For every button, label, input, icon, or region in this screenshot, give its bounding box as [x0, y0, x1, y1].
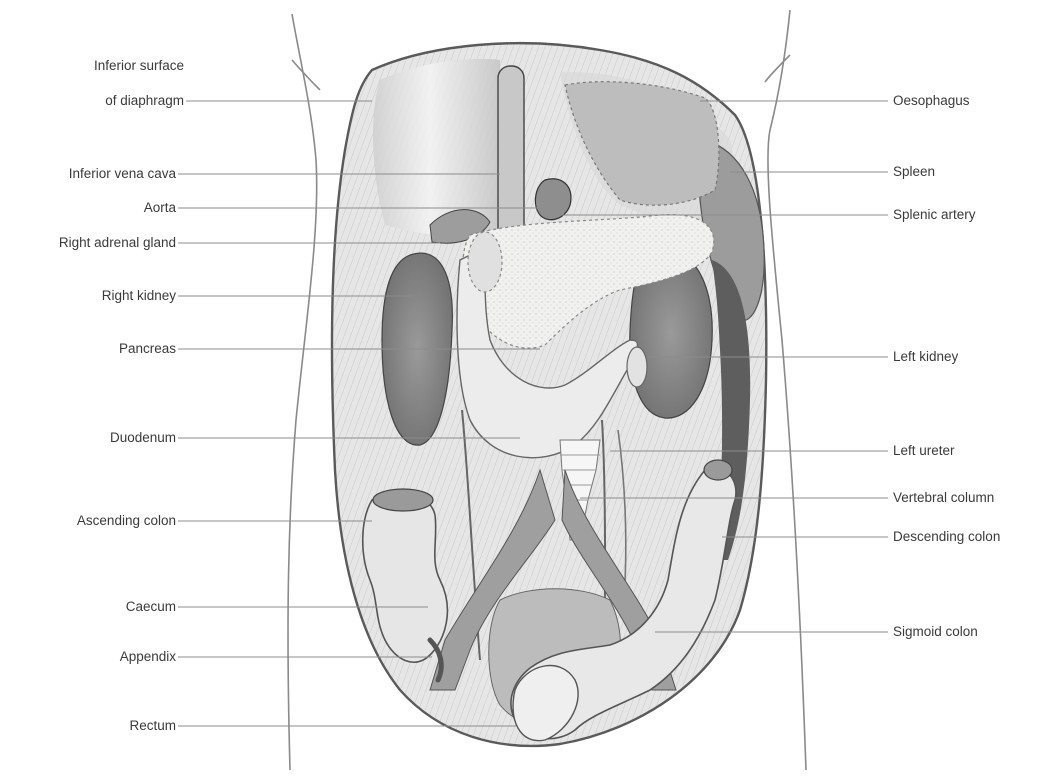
label-right-adrenal-gland: Right adrenal gland: [59, 235, 176, 251]
label-inferior-vena-cava: Inferior vena cava: [69, 166, 176, 182]
label-ascending-colon: Ascending colon: [77, 513, 176, 529]
label-rectum: Rectum: [129, 718, 176, 734]
aorta-vessel: [535, 179, 571, 220]
label-splenic-artery: Splenic artery: [893, 207, 976, 223]
label-diaphragm-line2: of diaphragm: [105, 93, 184, 109]
label-left-ureter: Left ureter: [893, 443, 955, 459]
label-aorta: Aorta: [144, 200, 176, 216]
label-diaphragm-line1: Inferior surface: [94, 58, 184, 74]
label-duodenum: Duodenum: [110, 430, 176, 446]
label-vertebral-column: Vertebral column: [893, 490, 994, 506]
label-left-kidney: Left kidney: [893, 349, 958, 365]
label-caecum: Caecum: [126, 599, 176, 615]
label-appendix: Appendix: [120, 649, 176, 665]
label-pancreas: Pancreas: [119, 341, 176, 357]
label-descending-colon: Descending colon: [893, 529, 1000, 545]
label-spleen: Spleen: [893, 164, 935, 180]
label-oesophagus: Oesophagus: [893, 93, 970, 109]
ivc-vessel: [498, 66, 524, 246]
label-sigmoid-colon: Sigmoid colon: [893, 624, 978, 640]
label-right-kidney: Right kidney: [102, 288, 176, 304]
